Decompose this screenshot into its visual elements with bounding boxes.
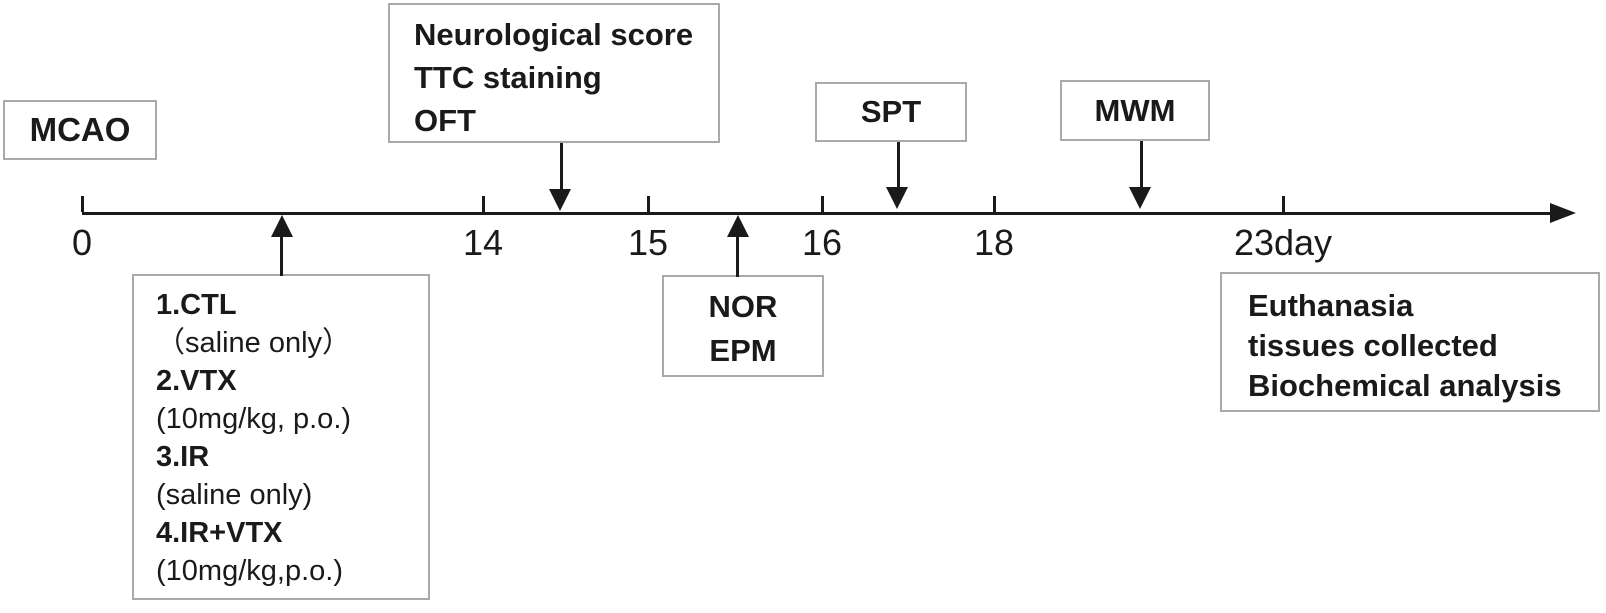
treatment-up-arrow-shaft xyxy=(280,234,283,276)
group-2-dose: (10mg/kg, p.o.) xyxy=(156,403,352,435)
assessment-line-oft: OFT xyxy=(414,103,476,138)
timeline-axis xyxy=(82,212,1554,215)
mwm-down-arrow-shaft xyxy=(1140,141,1143,189)
endpoint-line-euthanasia: Euthanasia xyxy=(1248,288,1414,323)
day14-assessments-box: Neurological score TTC staining OFT xyxy=(388,3,720,143)
tick-label-0: 0 xyxy=(71,222,93,263)
day14-down-arrow-shaft xyxy=(560,143,563,191)
mwm-down-arrow-icon xyxy=(1129,187,1151,209)
spt-down-arrow-icon xyxy=(886,187,908,209)
spt-label: SPT xyxy=(860,94,922,129)
group-1-dose: （saline only） xyxy=(156,327,352,359)
tick-day-16 xyxy=(821,196,824,212)
tick-day-18 xyxy=(993,196,996,212)
assessment-line-ttc-staining: TTC staining xyxy=(414,60,602,95)
group-4-name: 4.IR+VTX xyxy=(156,517,283,549)
nor-epm-up-arrow-shaft xyxy=(736,234,739,277)
nor-epm-up-arrow-icon xyxy=(727,215,749,237)
day14-down-arrow-icon xyxy=(549,189,571,211)
mcao-label: MCAO xyxy=(29,111,131,148)
tick-day-15 xyxy=(647,196,650,212)
tick-label-18: 18 xyxy=(973,222,1015,263)
group-2-name: 2.VTX xyxy=(156,365,237,397)
group-3-name: 3.IR xyxy=(156,441,210,473)
spt-down-arrow-shaft xyxy=(897,142,900,189)
treatment-up-arrow-icon xyxy=(271,215,293,237)
tick-label-15: 15 xyxy=(627,222,669,263)
tick-label-23day: 23day xyxy=(1233,222,1333,263)
endpoint-line-biochemical-analysis: Biochemical analysis xyxy=(1248,368,1562,403)
nor-epm-box: NOR EPM xyxy=(662,275,824,377)
tick-day-0 xyxy=(81,196,84,212)
group-4-dose: (10mg/kg,p.o.) xyxy=(156,555,343,587)
mwm-label: MWM xyxy=(1094,92,1176,128)
tick-label-16: 16 xyxy=(801,222,843,263)
epm-label: EPM xyxy=(709,333,777,368)
endpoint-box: Euthanasia tissues collected Biochemical… xyxy=(1220,272,1600,412)
mwm-box: MWM xyxy=(1060,80,1210,141)
nor-label: NOR xyxy=(708,289,778,324)
group-3-dose: (saline only) xyxy=(156,479,313,511)
spt-box: SPT xyxy=(815,82,967,142)
tick-label-14: 14 xyxy=(462,222,504,263)
group-1-name: 1.CTL xyxy=(156,289,237,321)
timeline-arrowhead-icon xyxy=(1550,203,1576,223)
assessment-line-neurological-score: Neurological score xyxy=(414,17,694,52)
tick-day-14 xyxy=(482,196,485,212)
tick-day-23 xyxy=(1282,196,1285,212)
endpoint-line-tissues-collected: tissues collected xyxy=(1248,328,1498,363)
treatment-groups-box: 1.CTL （saline only） 2.VTX (10mg/kg, p.o.… xyxy=(132,274,430,600)
mcao-box: MCAO xyxy=(3,100,157,160)
